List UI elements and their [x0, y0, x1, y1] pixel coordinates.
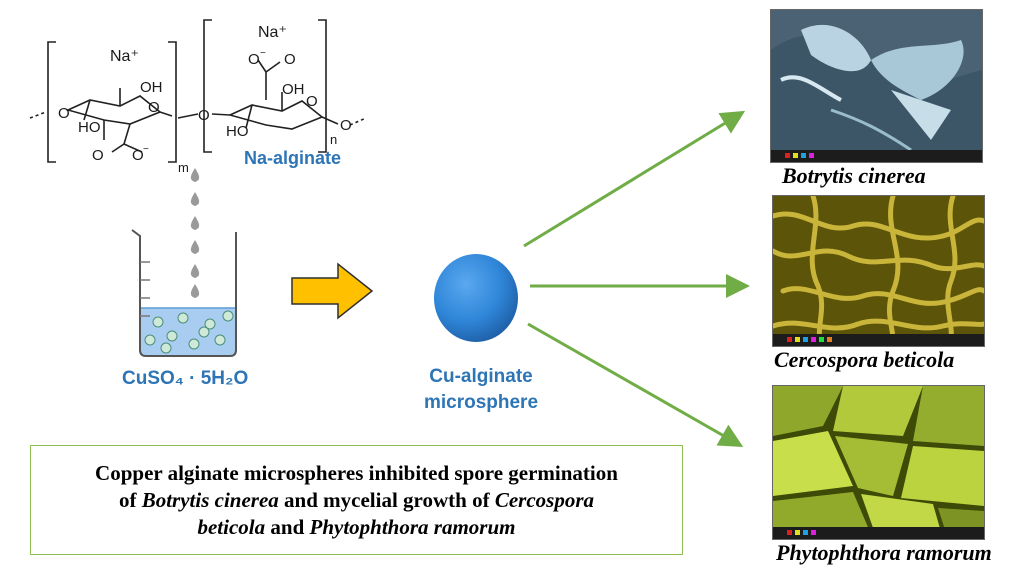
bracket-left-open	[47, 41, 56, 163]
beaker	[131, 229, 237, 357]
svg-text:O: O	[306, 93, 318, 110]
na-ion-left: Na⁺	[110, 48, 139, 65]
svg-text:OH: OH	[140, 79, 163, 96]
svg-text:O: O	[148, 99, 160, 116]
svg-text:O: O	[58, 105, 70, 122]
svg-text:O: O	[284, 51, 296, 68]
svg-text:O: O	[248, 51, 260, 68]
svg-text:O: O	[340, 117, 352, 134]
sem-image-cercospora	[772, 195, 985, 347]
svg-text:OH: OH	[282, 81, 305, 98]
summary-botrytis: Botrytis cinerea	[141, 487, 279, 512]
cu-alginate-microsphere	[434, 254, 518, 342]
target-arrows	[523, 110, 750, 447]
svg-text:O: O	[198, 107, 210, 124]
repeat-n: n	[330, 132, 338, 147]
summary-phytophthora: Phytophthora ramorum	[309, 514, 516, 539]
droplets	[190, 168, 200, 298]
summary-part2: of	[118, 487, 142, 512]
na-alginate-label: Na-alginate	[244, 148, 342, 168]
svg-text:HO: HO	[226, 123, 249, 140]
summary-part7: and	[265, 514, 310, 539]
microsphere-label-line1: Cu-alginate	[429, 366, 533, 387]
summary-beticola: beticola	[197, 514, 266, 539]
svg-text:−: −	[143, 144, 149, 155]
species-caption-cercospora: Cercospora beticola	[774, 347, 955, 372]
species-caption-phytophthora: Phytophthora ramorum	[776, 540, 992, 565]
na-ion-right: Na⁺	[258, 24, 287, 41]
copper-sulfate-label: CuSO₄ · 5H₂O	[122, 368, 249, 389]
sem-image-botrytis	[770, 9, 983, 163]
svg-text:−: −	[260, 48, 266, 59]
bracket-right-open	[203, 19, 212, 153]
summary-cercospora: Cercospora	[494, 487, 594, 512]
repeat-m: m	[178, 160, 189, 175]
summary-part4: and mycelial growth of	[278, 487, 495, 512]
arrow-to-botrytis	[523, 110, 746, 248]
alginate-structure: O OH O HO O O− O O− O OH O HO O	[29, 19, 367, 164]
arrow-to-phytophthora	[527, 322, 744, 447]
bracket-right-close	[318, 19, 327, 153]
process-arrow	[291, 262, 374, 320]
svg-text:HO: HO	[78, 119, 101, 136]
svg-text:O: O	[132, 147, 144, 164]
sem-image-phytophthora	[772, 385, 985, 540]
summary-line1: Copper alginate microspheres inhibited s…	[95, 460, 618, 485]
summary-text: Copper alginate microspheres inhibited s…	[95, 460, 618, 541]
svg-text:O: O	[92, 147, 104, 164]
species-caption-botrytis: Botrytis cinerea	[782, 163, 926, 188]
summary-box: Copper alginate microspheres inhibited s…	[30, 445, 683, 555]
bracket-left-close	[168, 41, 177, 163]
microsphere-label-line2: microsphere	[423, 392, 539, 413]
